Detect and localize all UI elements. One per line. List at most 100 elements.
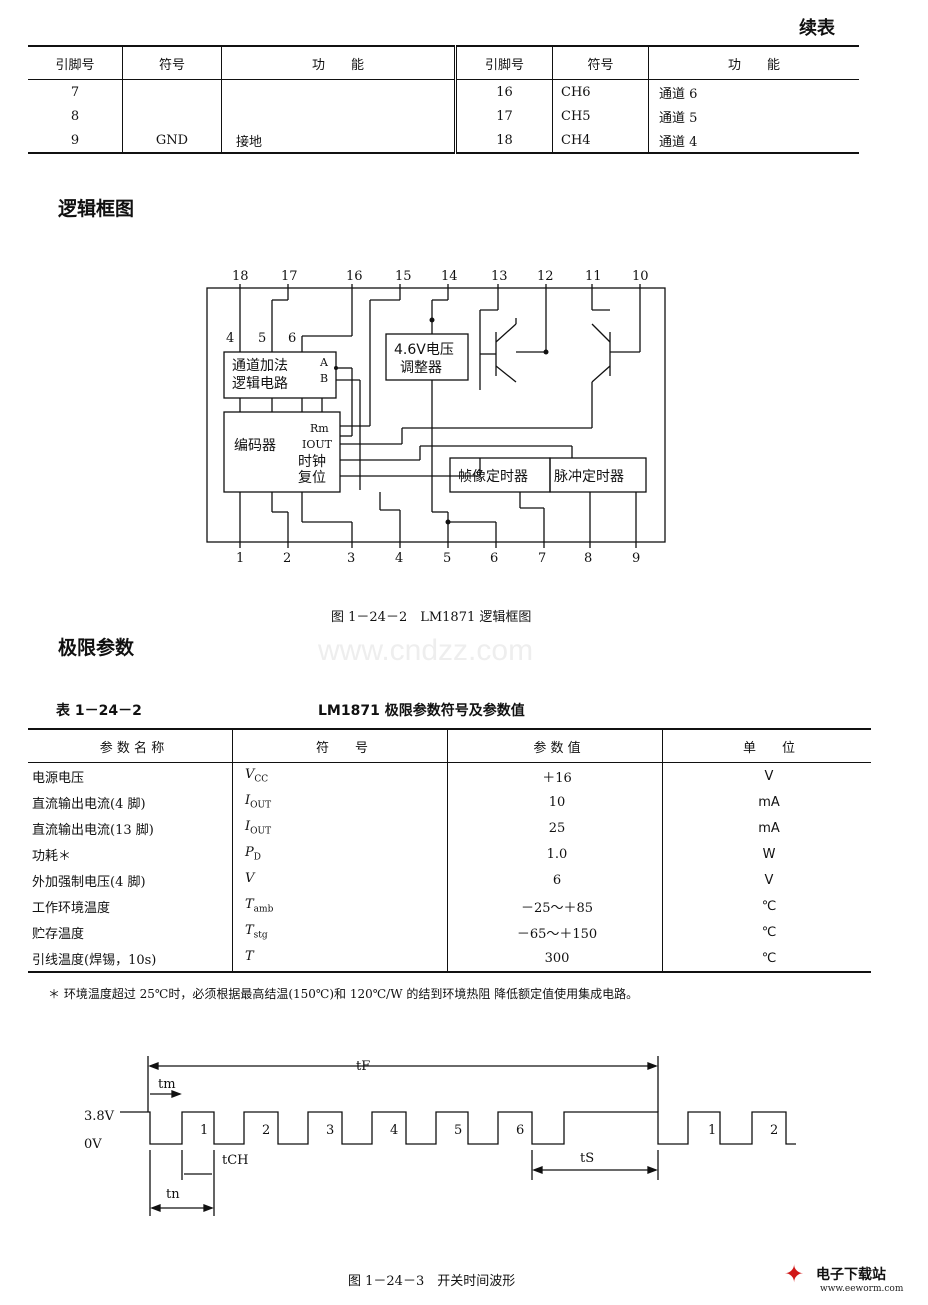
cell: 通道 6 <box>659 86 698 102</box>
cell: 6 <box>447 867 663 893</box>
section-title-limits: 极限参数 <box>58 637 135 659</box>
bottom-pin-label: 5 <box>443 551 451 566</box>
table-row: 外加强制电压(4 脚) V 6 V <box>28 867 871 893</box>
cell: －25～＋85 <box>447 893 663 919</box>
cell: D <box>253 852 261 863</box>
cell: W <box>762 846 776 862</box>
cell: 引线温度(焊锡，10s) <box>28 945 233 972</box>
cell: V <box>245 871 255 887</box>
top-pin-label: 17 <box>281 269 298 284</box>
limits-header: 参 数 值 <box>447 729 663 763</box>
cell: 通道 5 <box>659 110 698 126</box>
cell: 电源电压 <box>28 762 233 789</box>
top-pin-label: 13 <box>491 269 508 284</box>
cell: 16 <box>455 79 553 104</box>
cell: V <box>764 872 774 888</box>
tn-label: tn <box>166 1187 180 1202</box>
cell: mA <box>758 794 780 810</box>
bottom-pin-label: 6 <box>490 551 498 566</box>
port-rm-label: Rm <box>310 422 329 435</box>
cell: 9 <box>28 128 123 153</box>
bottom-pin-label: 1 <box>236 551 244 566</box>
ts-label: tS <box>580 1151 594 1166</box>
cell: 通道 4 <box>659 134 698 150</box>
cell: amb <box>253 904 274 915</box>
block-frame-timer-label: 帧像定时器 <box>458 469 528 485</box>
pulse-label: 5 <box>454 1123 462 1138</box>
cell: I <box>245 819 251 835</box>
side-pin-label: 4 <box>226 331 234 346</box>
block-pulse-timer <box>549 457 647 493</box>
cell: 17 <box>455 104 553 128</box>
pulse-label: 1 <box>200 1123 208 1138</box>
cell: 300 <box>447 945 663 972</box>
cell: P <box>245 845 254 861</box>
level-low-label: 0V <box>84 1137 102 1152</box>
cell: ℃ <box>761 898 777 914</box>
port-reset-label: 复位 <box>298 469 326 486</box>
cell: V <box>245 767 255 783</box>
top-pin-label: 15 <box>395 269 412 284</box>
cell: CH5 <box>552 104 649 128</box>
block-channel-logic <box>223 351 337 399</box>
port-b-label: B <box>320 372 328 385</box>
cell: 工作环境温度 <box>28 893 233 919</box>
cell: OUT <box>250 826 272 837</box>
top-pin-label: 10 <box>632 269 649 284</box>
waveform-trace <box>120 1111 796 1145</box>
cell: －65～＋150 <box>447 919 663 945</box>
tm-label: tm <box>158 1077 176 1092</box>
top-pin-label: 18 <box>232 269 249 284</box>
limits-header: 参 数 名 称 <box>28 729 233 763</box>
cell: 1.0 <box>447 841 663 867</box>
table-row: 7 16 CH6 通道 6 <box>28 79 859 104</box>
bottom-pin-label: 4 <box>395 551 403 566</box>
cell: 直流输出电流(13 脚) <box>28 815 233 841</box>
bottom-pin-label: 8 <box>584 551 592 566</box>
cell: 8 <box>28 104 123 128</box>
pulse-label: 2 <box>262 1123 270 1138</box>
cell <box>221 79 457 104</box>
pin-header: 功 能 <box>221 46 457 80</box>
footnote: ＊ 环境温度超过 25℃时，必须根据最高结温(150℃)和 120℃/W 的结到… <box>48 987 639 1001</box>
block-regulator-label-2: 调整器 <box>400 360 442 376</box>
cell: 接地 <box>221 128 457 153</box>
port-iout-label: IOUT <box>302 438 333 451</box>
pin-table: 引脚号 符号 功 能 引脚号 符号 功 能 7 16 CH6 通道 6 8 17… <box>28 45 859 154</box>
table-title: LM1871 极限参数符号及参数值 <box>318 703 525 719</box>
block-regulator <box>385 333 469 381</box>
cell <box>122 79 222 104</box>
cell: T <box>245 949 254 965</box>
port-clock-label: 时钟 <box>298 453 326 470</box>
cell: CH4 <box>552 128 649 153</box>
cell: GND <box>122 128 222 153</box>
figure-caption-logic: 图 1－24－2 LM1871 逻辑框图 <box>331 610 532 625</box>
bottom-pin-label: 7 <box>538 551 546 566</box>
cell: ℃ <box>761 924 777 940</box>
pin-header: 符号 <box>122 46 222 80</box>
limits-header: 单 位 <box>742 740 795 756</box>
logo-url: www.eeworm.com <box>820 1284 904 1294</box>
section-title-logic: 逻辑框图 <box>58 198 135 220</box>
top-pin-label: 16 <box>346 269 363 284</box>
block-pulse-timer-label: 脉冲定时器 <box>554 469 624 485</box>
pulse-label: 6 <box>516 1123 524 1138</box>
cell: I <box>245 793 251 809</box>
site-logo: ✦ 电子下载站 www.eeworm.com <box>776 1252 926 1302</box>
cell: 外加强制电压(4 脚) <box>28 867 233 893</box>
cell <box>221 104 457 128</box>
cell: 7 <box>28 79 123 104</box>
chip-outline <box>206 287 666 543</box>
cell: OUT <box>250 800 272 811</box>
pulse-label: 4 <box>390 1123 398 1138</box>
cell: 10 <box>447 789 663 815</box>
block-channel-label-1: 通道加法 <box>232 358 288 374</box>
figure-caption-waveform: 图 1－24－3 开关时间波形 <box>348 1274 516 1289</box>
switching-waveform: 3.8V 0V tF tm tn tCH tS 1 2 3 4 5 6 1 2 <box>84 1056 796 1216</box>
pin-header: 引脚号 <box>28 46 123 80</box>
top-pin-label: 14 <box>441 269 458 284</box>
